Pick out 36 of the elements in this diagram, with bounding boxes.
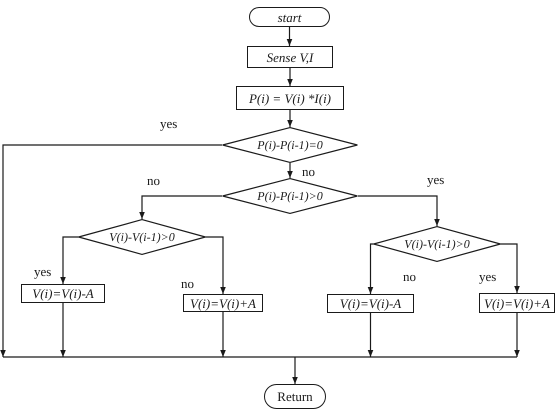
decision-diamond [222,178,358,214]
arrow [358,195,440,226]
process-box [21,284,105,303]
terminal-text: Return [277,390,313,403]
arrow [220,312,226,357]
condition-text: V(i)-V(i-1)>0 [109,231,175,243]
terminal-text: start [278,10,302,24]
arrow [60,303,66,357]
arrow [286,27,292,46]
step-text: V(i)=V(i)+A [190,296,256,310]
arrow [287,68,293,86]
step-text: V(i)=V(i)-A [32,287,94,300]
arrow [206,236,226,294]
arrow [501,243,520,293]
decision-diamond [222,127,358,163]
arrow [139,195,222,219]
arrow [368,243,374,294]
condition-text: P(i)-P(i-1)>0 [257,190,323,202]
arrow [368,313,374,357]
arrow [287,163,293,178]
process-box [236,86,344,110]
process-box [247,46,333,68]
process-box [183,294,263,312]
condition-text: V(i)-V(i-1)>0 [404,238,470,250]
arrow [60,236,78,284]
arrow [514,313,520,357]
process-box [479,293,555,313]
step-text: V(i)=V(i)-A [340,297,402,310]
decision-diamond [78,219,206,255]
condition-text: P(i)-P(i-1)=0 [257,139,323,151]
decision-diamond [373,226,501,262]
process-box [327,294,414,313]
step-text: Sense V,I [266,50,314,64]
step-text: V(i)=V(i)+A [484,296,550,310]
step-text: P(i) = V(i) *I(i) [248,92,332,104]
arrow [287,110,293,127]
